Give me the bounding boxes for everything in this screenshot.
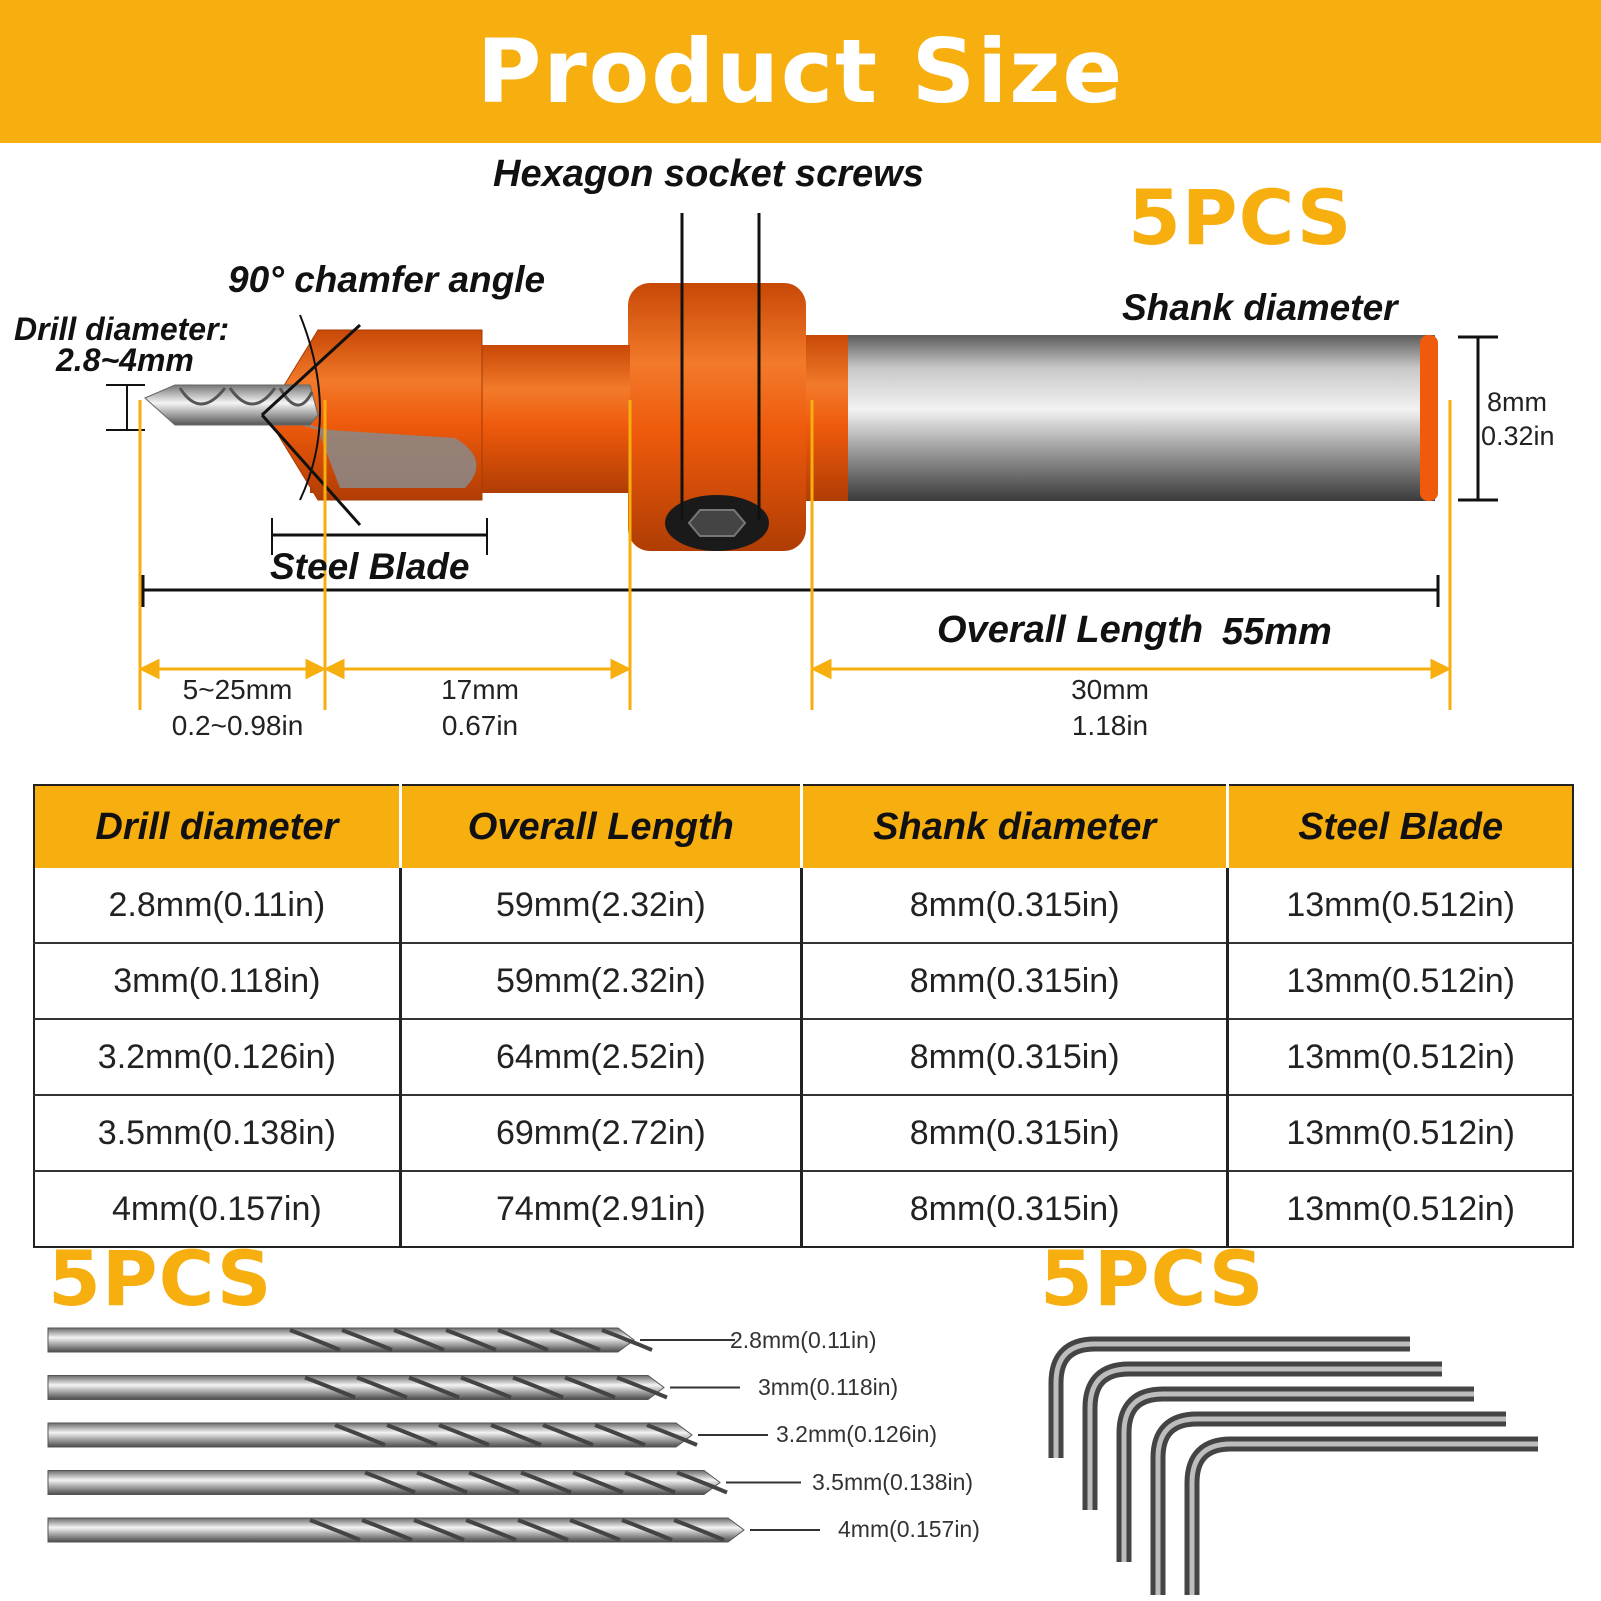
drill-bit-size-label: 3.2mm(0.126in): [776, 1421, 938, 1447]
table-cell: 4mm(0.157in): [34, 1170, 402, 1247]
dimension-in: 1.18in: [1071, 710, 1149, 741]
dimension-mm: 5~25mm: [182, 674, 293, 705]
drill-bit: [47, 1375, 740, 1400]
drill-bits-illustration: [47, 1327, 820, 1543]
steel-blade-label: Steel Blade: [270, 546, 470, 587]
dimension-mm: 17mm: [441, 674, 519, 705]
drill-diameter-range: 2.8~4mm: [56, 342, 194, 378]
table-cell: 3mm(0.118in): [34, 942, 402, 1019]
table-cell: 13mm(0.512in): [1286, 885, 1515, 924]
pcs-label-top: 5PCS: [1128, 173, 1353, 262]
table-cell: 13mm(0.512in): [1227, 1018, 1573, 1095]
table-row: 2.8mm(0.11in) 59mm(2.32in) 8mm(0.315in) …: [34, 868, 1573, 943]
table-row: 3mm(0.118in) 59mm(2.32in) 8mm(0.315in) 1…: [34, 942, 1573, 1019]
title-banner: Product Size: [0, 0, 1601, 143]
dimension-drill-length: 5~25mm 0.2~0.98in: [150, 672, 325, 744]
header-overall-length: Overall Length: [400, 785, 803, 868]
specification-table: Drill diameter Overall Length Shank diam…: [33, 784, 1574, 1248]
shank: [790, 335, 1435, 501]
table-header-row: Drill diameter Overall Length Shank diam…: [34, 785, 1573, 868]
table-cell: 8mm(0.315in): [801, 1094, 1230, 1171]
steel-blade: [266, 415, 477, 488]
drill-bit-size-label: 2.8mm(0.11in): [730, 1327, 877, 1353]
drill-bit-size-label: 3mm(0.118in): [758, 1374, 899, 1400]
drill-bit-size-label: 4mm(0.157in): [838, 1516, 980, 1542]
table-cell: 8mm(0.315in): [801, 868, 1230, 943]
pilot-drill: [144, 384, 319, 426]
table-cell: 8mm(0.315in): [801, 1018, 1230, 1095]
chamfer-angle-label: 90° chamfer angle: [228, 259, 546, 300]
hex-key: [1048, 1336, 1410, 1458]
table-cell: 59mm(2.32in): [400, 942, 803, 1019]
table-cell: 13mm(0.512in): [1227, 942, 1573, 1019]
table-row: 3.2mm(0.126in) 64mm(2.52in) 8mm(0.315in)…: [34, 1018, 1573, 1095]
header-shank-diameter: Shank diameter: [801, 785, 1230, 868]
page-title: Product Size: [476, 20, 1125, 123]
dimension-in: 0.67in: [441, 710, 519, 741]
drill-bit-size-label: 3.5mm(0.138in): [812, 1469, 974, 1495]
shank-diameter-in: 0.32in: [1481, 421, 1555, 451]
table-row: 4mm(0.157in) 74mm(2.91in) 8mm(0.315in) 1…: [34, 1170, 1573, 1247]
overall-length-value: 55mm: [1222, 611, 1332, 653]
hex-key: [1116, 1386, 1474, 1562]
drill-diameter-label: Drill diameter:: [14, 311, 230, 347]
dimension-shank-length: 30mm 1.18in: [1040, 672, 1180, 744]
table-cell: 3.5mm(0.138in): [34, 1094, 402, 1171]
table-cell: 8mm(0.315in): [801, 1170, 1230, 1247]
hex-key: [1150, 1411, 1506, 1595]
header-steel-blade: Steel Blade: [1227, 785, 1573, 868]
shank-diameter-mm: 8mm: [1487, 387, 1547, 417]
drill-bit: [47, 1517, 820, 1543]
drill-bit: [47, 1327, 735, 1353]
shank-diameter-label: Shank diameter: [1122, 287, 1398, 328]
hex-key: [1184, 1436, 1538, 1595]
table-cell: 13mm(0.512in): [1227, 1170, 1573, 1247]
table-cell: 74mm(2.91in): [400, 1170, 803, 1247]
stop-collar: [628, 283, 806, 551]
hexagon-socket-label: Hexagon socket screws: [493, 153, 924, 195]
pcs-label-drill-bits: 5PCS: [48, 1234, 273, 1323]
countersink-diagram: [106, 213, 1498, 710]
hex-keys-illustration: [1048, 1336, 1538, 1595]
hex-key: [1082, 1361, 1442, 1510]
table-cell: 59mm(2.32in): [400, 868, 803, 943]
table-row: 3.5mm(0.138in) 69mm(2.72in) 8mm(0.315in)…: [34, 1094, 1573, 1171]
shank-orange-end: [1420, 335, 1438, 501]
drill-bit: [47, 1422, 768, 1448]
header-drill-diameter: Drill diameter: [34, 785, 402, 868]
table-cell: 3.2mm(0.126in): [34, 1018, 402, 1095]
table-cell: 13mm(0.512in): [1227, 1094, 1573, 1171]
pcs-label-hex-keys: 5PCS: [1040, 1234, 1265, 1323]
table-cell: 69mm(2.72in): [400, 1094, 803, 1171]
dimension-mm: 30mm: [1071, 674, 1149, 705]
table-cell: 8mm(0.315in): [801, 942, 1230, 1019]
dimension-body-length: 17mm 0.67in: [410, 672, 550, 744]
dimension-in: 0.2~0.98in: [171, 710, 304, 741]
table-cell: 2.8mm(0.11in): [34, 868, 402, 943]
overall-length-label: Overall Length: [937, 609, 1204, 651]
drill-bit: [47, 1470, 801, 1495]
table-cell: 64mm(2.52in): [400, 1018, 803, 1095]
